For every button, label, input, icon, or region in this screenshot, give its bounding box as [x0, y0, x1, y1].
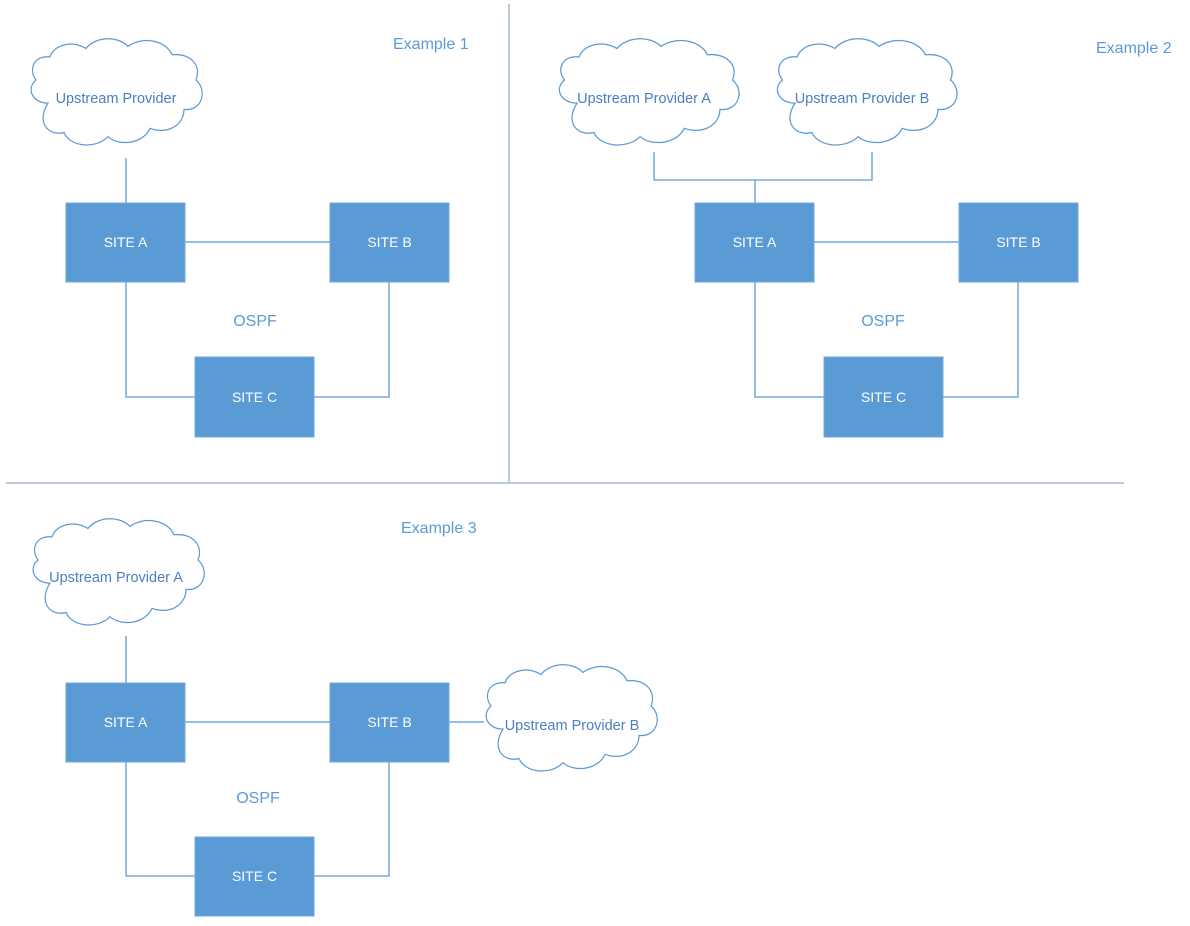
site-c-label: SITE C — [861, 389, 906, 405]
link-site-b-to-site-c — [314, 282, 390, 398]
cloud-label-a: Upstream Provider A — [577, 91, 711, 107]
cloud-label: Upstream Provider — [56, 91, 177, 107]
site-b-node: SITE B — [329, 682, 450, 763]
site-b-node: SITE B — [329, 202, 450, 283]
cloud-label-b: Upstream Provider B — [505, 718, 640, 734]
link-provider-a-to-junction — [653, 152, 873, 181]
site-a-node: SITE A — [65, 202, 186, 283]
example-1-title: Example 1 — [393, 36, 469, 53]
site-c-node: SITE C — [823, 356, 944, 438]
site-a-label: SITE A — [104, 234, 148, 250]
example-3-title: Example 3 — [401, 520, 477, 537]
link-site-b-to-site-c — [314, 762, 390, 877]
site-c-node: SITE C — [194, 836, 315, 917]
example-1: Example 1 Upstream Provider SITE A SITE … — [30, 36, 469, 438]
site-c-label: SITE C — [232, 868, 277, 884]
site-a-label: SITE A — [733, 234, 777, 250]
site-c-label: SITE C — [232, 389, 277, 405]
site-b-label: SITE B — [367, 714, 411, 730]
example-2: Example 2 Upstream Provider A Upstream P… — [558, 38, 1172, 438]
site-b-node: SITE B — [958, 202, 1079, 283]
ospf-label: OSPF — [233, 313, 277, 330]
cloud-label-a: Upstream Provider A — [49, 570, 183, 586]
example-3: Example 3 Upstream Provider A Upstream P… — [32, 518, 658, 917]
example-2-title: Example 2 — [1096, 40, 1172, 57]
link-site-a-to-site-c — [754, 282, 824, 398]
ospf-label: OSPF — [236, 790, 280, 807]
site-a-label: SITE A — [104, 714, 148, 730]
site-b-label: SITE B — [996, 234, 1040, 250]
link-site-a-to-site-c — [125, 762, 195, 877]
site-a-node: SITE A — [65, 682, 186, 763]
link-site-a-to-site-c — [125, 282, 195, 398]
link-site-b-to-site-c — [943, 282, 1019, 398]
ospf-label: OSPF — [861, 313, 905, 330]
site-b-label: SITE B — [367, 234, 411, 250]
cloud-label-b: Upstream Provider B — [795, 91, 930, 107]
site-a-node: SITE A — [694, 202, 815, 283]
site-c-node: SITE C — [194, 356, 315, 438]
